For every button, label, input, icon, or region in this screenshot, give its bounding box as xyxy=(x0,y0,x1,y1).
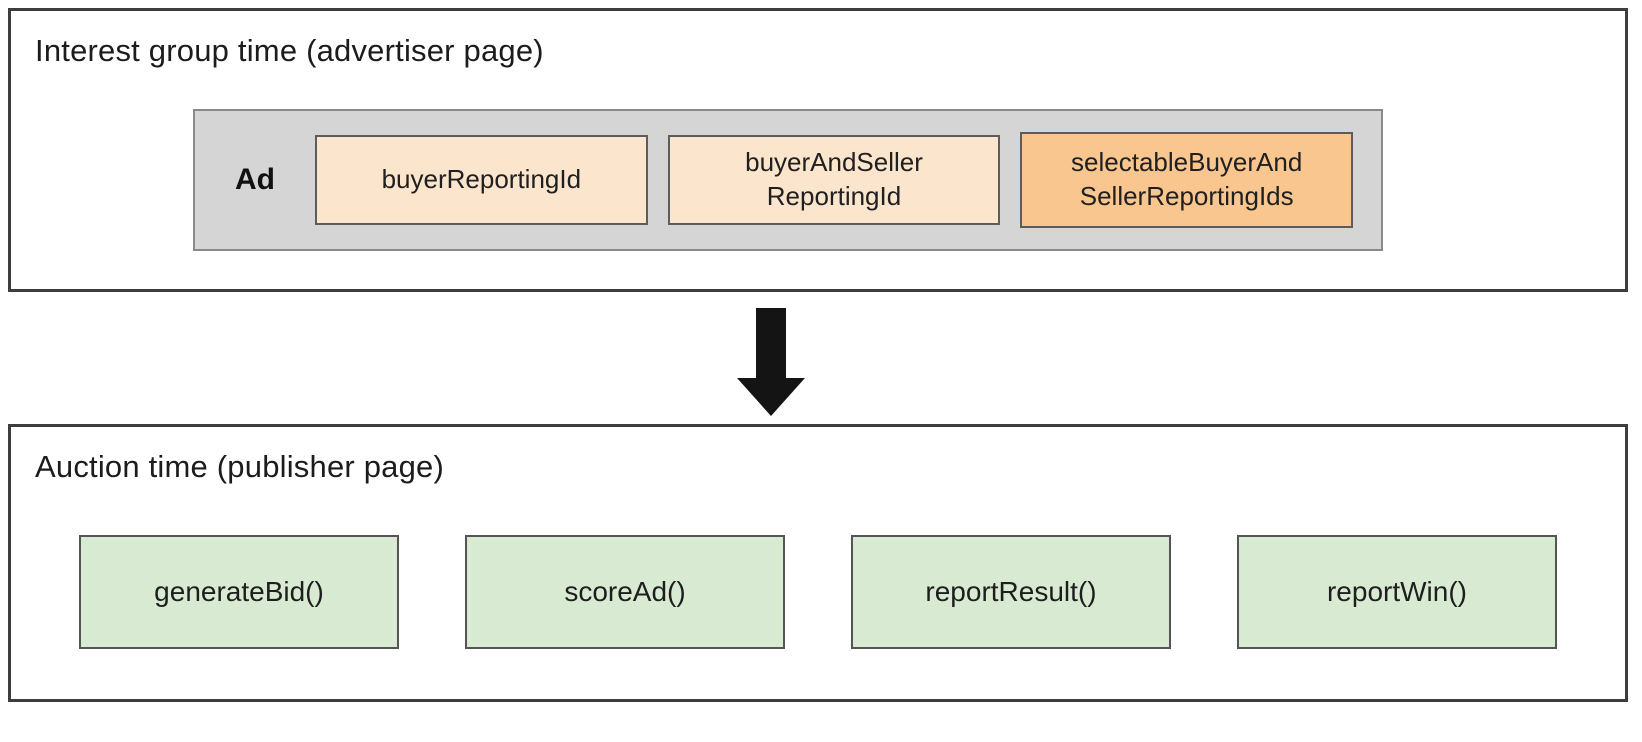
report-result-box: reportResult() xyxy=(851,535,1171,649)
down-arrow-head xyxy=(737,378,805,416)
generate-bid-box: generateBid() xyxy=(79,535,399,649)
report-win-box: reportWin() xyxy=(1237,535,1557,649)
ad-label: Ad xyxy=(235,163,275,196)
auction-panel-title: Auction time (publisher page) xyxy=(35,449,445,484)
down-arrow-stem xyxy=(756,308,786,378)
interest-group-panel: Interest group time (advertiser page) Ad… xyxy=(8,8,1628,292)
interest-group-panel-title: Interest group time (advertiser page) xyxy=(35,33,544,68)
buyer-and-seller-reporting-id-box: buyerAndSeller ReportingId xyxy=(667,135,1001,225)
selectable-buyer-and-seller-reporting-ids-box: selectableBuyerAnd SellerReportingIds xyxy=(1020,132,1354,228)
reporting-id-boxes: buyerReportingId buyerAndSeller Reportin… xyxy=(315,132,1381,228)
down-arrow-icon xyxy=(737,308,805,416)
auction-panel: Auction time (publisher page) generateBi… xyxy=(8,424,1628,702)
auction-function-row: generateBid() scoreAd() reportResult() r… xyxy=(79,535,1557,649)
score-ad-box: scoreAd() xyxy=(465,535,785,649)
buyer-reporting-id-box: buyerReportingId xyxy=(315,135,648,225)
ad-container: Ad buyerReportingId buyerAndSeller Repor… xyxy=(193,109,1383,251)
